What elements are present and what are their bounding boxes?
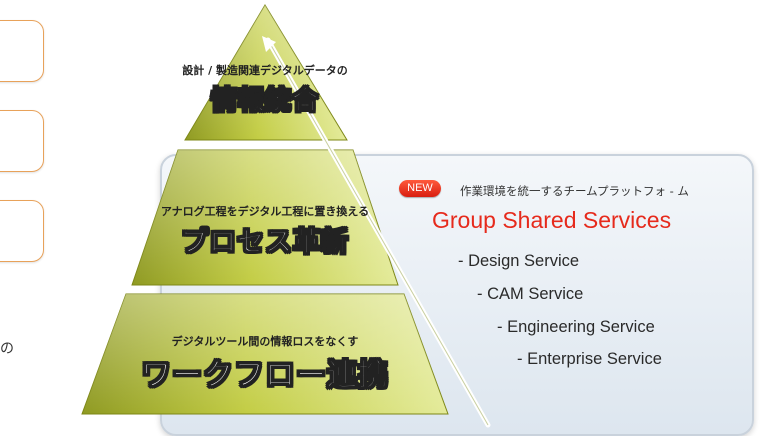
side-box-1[interactable] [0,20,44,82]
tier-3-subtitle: デジタルツール間の情報ロスをなくす [171,335,359,348]
tier-2-subtitle: アナログ工程をデジタル工程に置き換える [160,205,370,218]
tier-1-title: 情報統合 [210,86,319,117]
side-box-2[interactable] [0,110,44,172]
service-item-design: - Design Service [458,252,580,270]
panel-tagline: 作業環境を統一するチームプラットフォ - ム [460,184,689,198]
tier-3-title: ワークフロー連携 [141,358,389,394]
side-box-3[interactable] [0,200,44,262]
new-badge: NEW [399,180,441,197]
service-item-enterprise: - Enterprise Service [517,350,662,368]
arrow-head-icon [262,36,276,52]
service-item-engineering: - Engineering Service [497,318,655,336]
panel-title: Group Shared Services [432,207,672,233]
service-item-cam: - CAM Service [477,285,584,303]
side-text-fragment: の [0,341,14,357]
tier-1-subtitle: 設計 / 製造関連デジタルデータの [182,64,348,77]
tier-2-title: プロセス革新 [181,227,349,259]
